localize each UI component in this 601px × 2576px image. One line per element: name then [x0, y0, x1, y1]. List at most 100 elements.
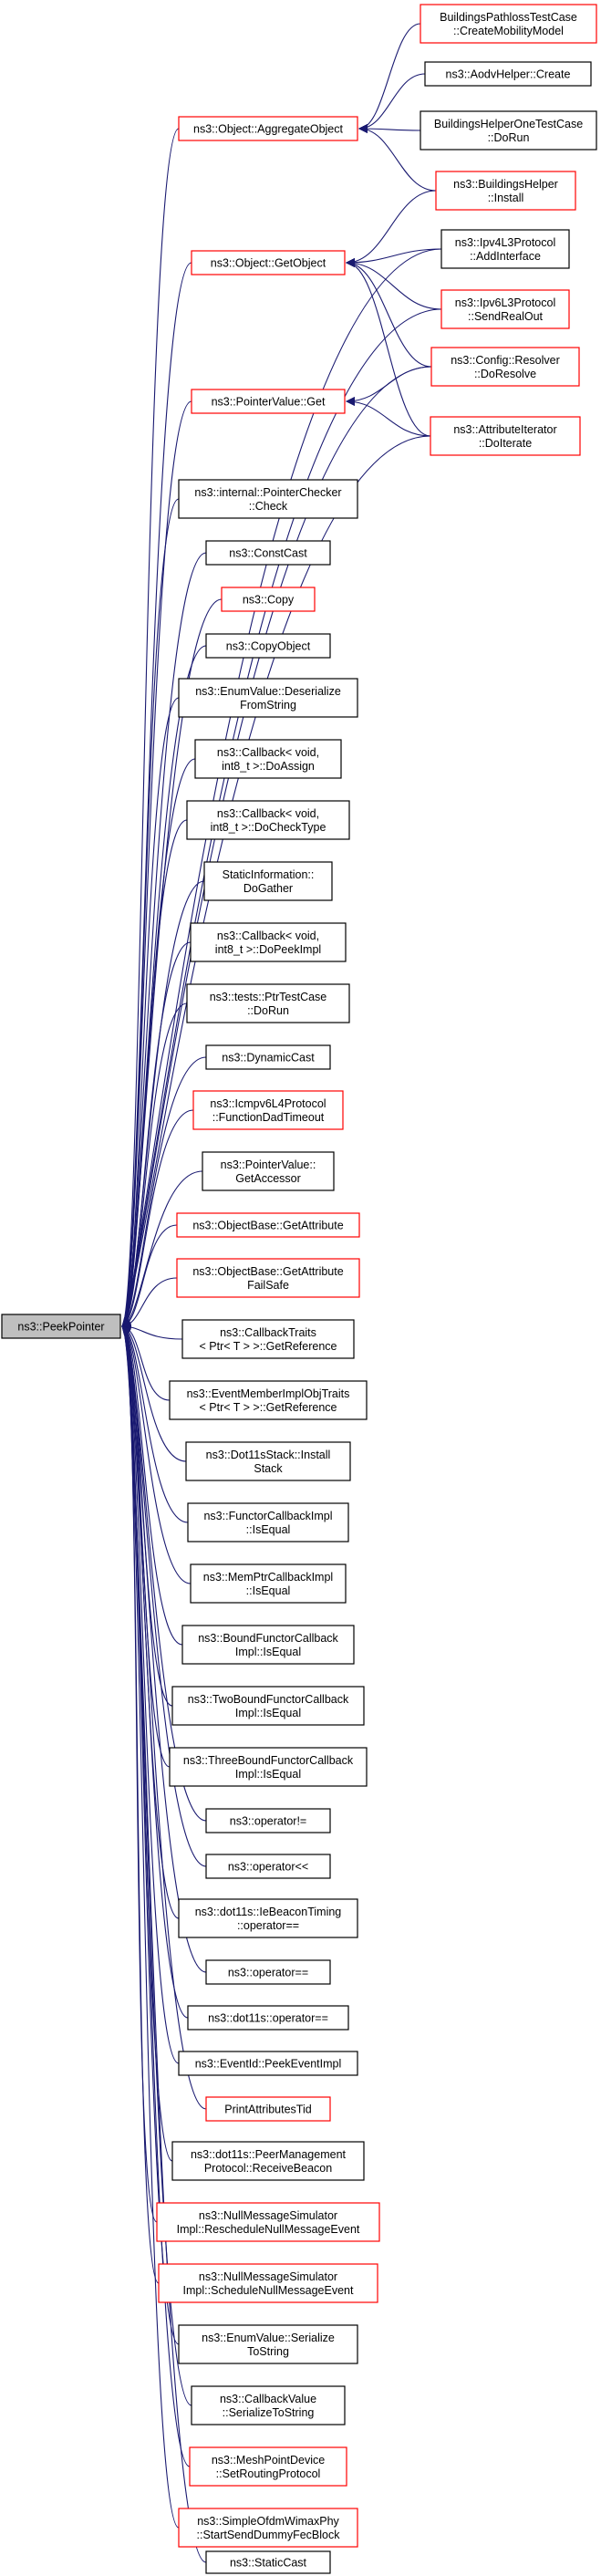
node-enumser[interactable]: ns3::EnumValue::SerializeToString — [178, 2324, 358, 2364]
edge-line — [121, 1002, 188, 1328]
node-box — [186, 800, 350, 840]
node-aodv[interactable]: ns3::AodvHelper::Create — [424, 61, 592, 87]
node-label: ::SerializeToString — [223, 2406, 315, 2419]
node-label: ns3::Config::Resolver — [451, 354, 560, 367]
node-cbtraits[interactable]: ns3::CallbackTraits< Ptr< T > >::GetRefe… — [181, 1319, 355, 1359]
node-label: ns3::NullMessageSimulator — [199, 2209, 337, 2222]
edge-line — [346, 258, 442, 310]
node-threebound[interactable]: ns3::ThreeBoundFunctorCallbackImpl::IsEq… — [169, 1747, 368, 1787]
node-ptrtestcase[interactable]: ns3::tests::PtrTestCase::DoRun — [186, 983, 350, 1023]
edge-attrit-to-pvget — [346, 397, 431, 437]
node-copyobject[interactable]: ns3::CopyObject — [205, 633, 331, 659]
node-box — [176, 1258, 360, 1298]
node-bhinstall[interactable]: ns3::BuildingsHelper::Install — [435, 171, 576, 211]
node-label: ns3::Ipv4L3Protocol — [455, 236, 556, 249]
node-label: ::Install — [488, 192, 524, 204]
edge-ipv6l3-to-getobject — [346, 258, 442, 310]
node-box — [202, 1151, 335, 1191]
node-opshl[interactable]: ns3::operator<< — [205, 1854, 331, 1879]
node-simpleofdm[interactable]: ns3::SimpleOfdmWimaxPhy::StartSendDummyF… — [178, 2508, 358, 2548]
node-label: ToString — [247, 2345, 289, 2358]
node-staticinfo[interactable]: StaticInformation::DoGather — [203, 861, 333, 901]
node-dynamiccast[interactable]: ns3::DynamicCast — [205, 1044, 331, 1070]
node-cbassign[interactable]: ns3::Callback< void,int8_t >::DoAssign — [194, 739, 342, 779]
node-meshpoint[interactable]: ns3::MeshPointDevice::SetRoutingProtocol — [189, 2446, 347, 2487]
node-label: ns3::PeekPointer — [17, 1321, 104, 1334]
node-label: ::SetRoutingProtocol — [216, 2467, 321, 2480]
node-ipv6l3[interactable]: ns3::Ipv6L3Protocol::SendRealOut — [440, 289, 570, 329]
node-label: ::DoResolve — [474, 368, 536, 380]
node-pvget[interactable]: ns3::PointerValue::Get — [191, 389, 346, 414]
node-printattr[interactable]: PrintAttributesTid — [205, 2096, 331, 2122]
edge-ptrtestcase-to-peek — [121, 1002, 188, 1328]
node-bpltc[interactable]: BuildingsPathlossTestCase::CreateMobilit… — [420, 4, 597, 44]
node-iebeacon[interactable]: ns3::dot11s::IeBeaconTiming::operator== — [178, 1898, 358, 1938]
node-box — [178, 2324, 358, 2364]
edge-line — [358, 23, 421, 133]
node-obgetattr[interactable]: ns3::ObjectBase::GetAttribute — [176, 1212, 360, 1238]
node-label: Impl::IsEqual — [235, 1768, 301, 1781]
node-box — [205, 633, 331, 659]
node-box — [158, 2263, 378, 2303]
node-cbchecktype[interactable]: ns3::Callback< void,int8_t >::DoCheckTyp… — [186, 800, 350, 840]
node-staticcast[interactable]: ns3::StaticCast — [205, 2550, 331, 2574]
node-pvaccessor[interactable]: ns3::PointerValue::GetAccessor — [202, 1151, 335, 1191]
edge-line — [346, 190, 437, 267]
node-label: ::CreateMobilityModel — [453, 25, 564, 37]
node-label: ns3::internal::PointerChecker — [194, 486, 341, 499]
node-attrit[interactable]: ns3::AttributeIterator::DoIterate — [430, 416, 581, 456]
node-opeq[interactable]: ns3::operator== — [205, 1959, 331, 1985]
node-ptrcheck[interactable]: ns3::internal::PointerChecker::Check — [178, 479, 358, 519]
node-functorcb[interactable]: ns3::FunctorCallbackImpl::IsEqual — [187, 1502, 349, 1542]
node-nullsched[interactable]: ns3::NullMessageSimulatorImpl::ScheduleN… — [158, 2263, 378, 2303]
node-resolver[interactable]: ns3::Config::Resolver::DoResolve — [430, 347, 580, 387]
node-getobject[interactable]: ns3::Object::GetObject — [191, 250, 346, 275]
edge-line — [358, 73, 426, 133]
node-box — [205, 1854, 331, 1879]
node-box — [169, 1747, 368, 1787]
node-ipv4l3[interactable]: ns3::Ipv4L3Protocol::AddInterface — [440, 229, 570, 269]
node-aggregate[interactable]: ns3::Object::AggregateObject — [178, 116, 358, 141]
node-eventid[interactable]: ns3::EventId::PeekEventImpl — [178, 2051, 358, 2076]
node-peermgmt[interactable]: ns3::dot11s::PeerManagementProtocol::Rec… — [171, 2141, 365, 2181]
edge-boundfunctor-to-peek — [121, 1324, 183, 1646]
node-dot11seq[interactable]: ns3::dot11s::operator== — [187, 2005, 349, 2031]
edge-line — [121, 819, 188, 1327]
edge-line — [346, 248, 442, 267]
edge-line — [121, 1323, 189, 1523]
node-label: ns3::StaticCast — [230, 2557, 307, 2570]
node-twobound[interactable]: ns3::TwoBoundFunctorCallbackImpl::IsEqua… — [171, 1686, 365, 1726]
node-constcast[interactable]: ns3::ConstCast — [205, 540, 331, 566]
node-label: ns3::Callback< void, — [217, 807, 319, 820]
node-box — [205, 2550, 331, 2574]
node-box — [192, 1090, 344, 1130]
node-label: StaticInformation:: — [223, 868, 315, 881]
node-icmpv6[interactable]: ns3::Icmpv6L4Protocol::FunctionDadTimeou… — [192, 1090, 344, 1130]
node-label: ::operator== — [237, 1919, 299, 1932]
node-label: ns3::dot11s::operator== — [208, 2012, 328, 2025]
edge-aodv-to-aggregate — [358, 73, 426, 133]
node-emiotraits[interactable]: ns3::EventMemberImplObjTraits< Ptr< T > … — [169, 1380, 368, 1420]
node-label: ns3::dot11s::PeerManagement — [191, 2148, 347, 2161]
node-box — [171, 2141, 365, 2181]
node-box — [169, 1380, 368, 1420]
node-copy[interactable]: ns3::Copy — [221, 587, 316, 612]
node-nullresched[interactable]: ns3::NullMessageSimulatorImpl::Reschedul… — [156, 2202, 380, 2242]
node-cbpeekimpl[interactable]: ns3::Callback< void,int8_t >::DoPeekImpl — [190, 922, 347, 962]
node-opneq[interactable]: ns3::operator!= — [205, 1808, 331, 1833]
node-label: ns3::Callback< void, — [217, 930, 319, 942]
node-memptrcb[interactable]: ns3::MemPtrCallbackImpl::IsEqual — [190, 1563, 347, 1604]
node-box — [185, 1441, 351, 1481]
node-bhotc[interactable]: BuildingsHelperOneTestCase::DoRun — [420, 110, 597, 151]
node-cbvalser[interactable]: ns3::CallbackValue::SerializeToString — [191, 2385, 346, 2425]
node-box — [178, 678, 358, 718]
edge-ipv4l3-to-getobject — [346, 248, 442, 267]
edge-cbpeekimpl-to-peek — [121, 941, 192, 1328]
node-box — [205, 1808, 331, 1833]
node-label: ns3::CallbackTraits — [220, 1326, 316, 1339]
edge-opshl-to-peek — [121, 1325, 207, 1867]
